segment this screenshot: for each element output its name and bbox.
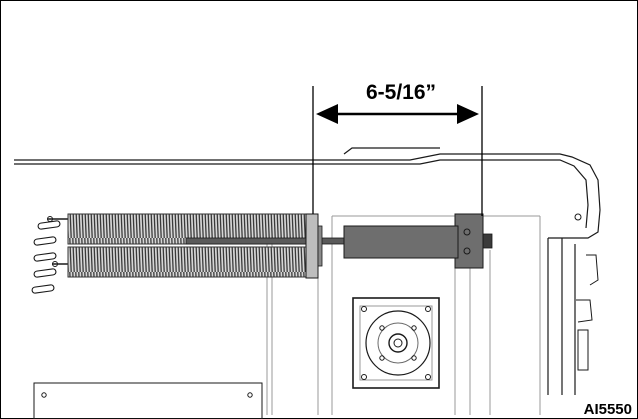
machine-housing — [14, 147, 601, 395]
dimension-arrow-right — [457, 104, 479, 124]
dimension-label: 6-5/16” — [366, 81, 436, 104]
side-mechanism — [574, 213, 599, 371]
lower-cabinet — [33, 382, 263, 419]
lower-spring — [52, 246, 307, 278]
spring-plate — [305, 213, 323, 279]
figure-id: AI5550 — [584, 401, 632, 418]
mounting-flange — [352, 297, 440, 389]
dimension-lines — [312, 86, 483, 216]
dimension-arrow-left — [316, 104, 338, 124]
cylinder-bracket — [343, 213, 484, 269]
left-slots — [31, 220, 61, 294]
figure-id-backing — [564, 398, 636, 417]
